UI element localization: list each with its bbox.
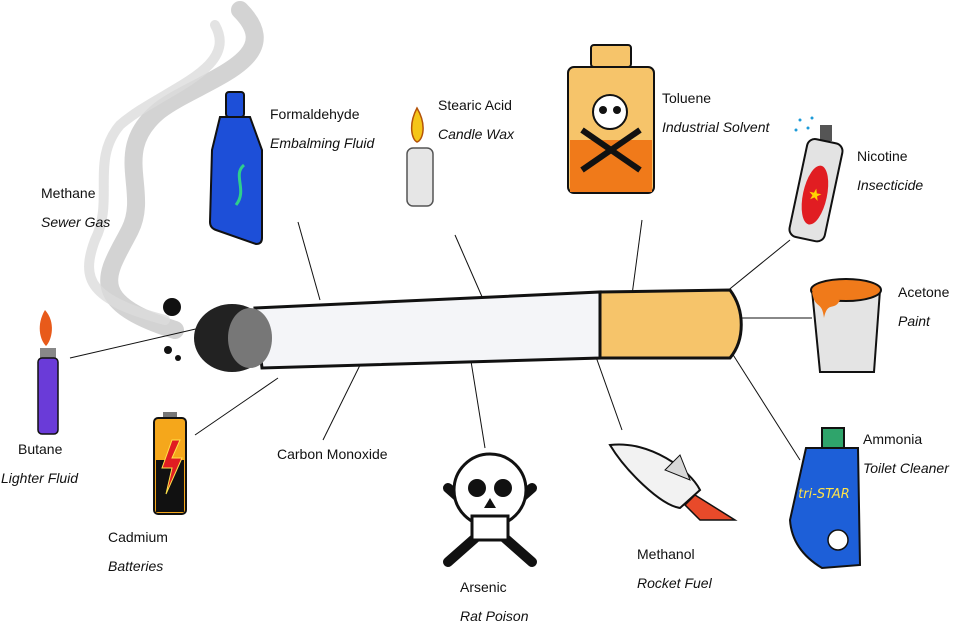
chemical-name: Carbon Monoxide [277, 446, 388, 462]
label-nicotine: Nicotine Insecticide [857, 149, 923, 192]
label-ammonia: Ammonia Toilet Cleaner [863, 432, 949, 475]
chemical-use: Lighter Fluid [1, 470, 79, 486]
label-methanol: Methanol Rocket Fuel [637, 547, 712, 590]
label-methane: Methane Sewer Gas [41, 186, 110, 229]
chemical-use: Sewer Gas [41, 214, 111, 230]
skull-crossbones-icon [443, 452, 537, 567]
lighter-icon [37, 310, 59, 435]
paint-bucket-icon [810, 278, 882, 373]
chemical-name: Formaldehyde [270, 106, 360, 122]
chemical-use: Paint [898, 313, 930, 329]
chemical-use: Rocket Fuel [637, 575, 712, 591]
label-toluene: Toluene Industrial Solvent [662, 91, 769, 134]
chemical-name: Cadmium [108, 529, 168, 545]
poison-flask-icon [567, 44, 655, 194]
label-cadmium: Cadmium Batteries [108, 530, 168, 573]
bottle-icon [208, 91, 263, 246]
chemical-name: Acetone [898, 284, 950, 300]
chemical-name: Toluene [662, 90, 712, 106]
spray-can-icon: ★ [788, 116, 844, 243]
candle-icon [406, 106, 434, 207]
label-formaldehyde: Formaldehyde Embalming Fluid [270, 107, 374, 150]
chemical-use: Industrial Solvent [662, 119, 770, 135]
rocket-icon [608, 443, 738, 521]
cleaner-brand: tri-STAR [798, 487, 850, 502]
chemical-name: Stearic Acid [438, 97, 512, 113]
chemical-use: Embalming Fluid [270, 135, 375, 151]
label-arsenic: Arsenic Rat Poison [460, 580, 528, 623]
chemical-name: Butane [18, 441, 63, 457]
chemical-name: Methane [41, 185, 96, 201]
chemical-use: Batteries [108, 558, 164, 574]
label-carbon-monoxide: Carbon Monoxide [277, 447, 388, 461]
smoke-icon [84, 1, 264, 339]
chemical-name: Arsenic [460, 579, 507, 595]
chemical-use: Insecticide [857, 177, 924, 193]
chemical-use: Toilet Cleaner [863, 460, 949, 476]
chemical-name: Methanol [637, 546, 695, 562]
leader-lines [69, 219, 812, 461]
label-butane: Butane Lighter Fluid [1, 441, 78, 485]
cigarette-icon [163, 288, 743, 372]
battery-icon [153, 412, 187, 515]
svg-text:★: ★ [806, 184, 824, 206]
chemical-name: Nicotine [857, 148, 908, 164]
cleaner-bottle-icon: tri-STAR [788, 427, 862, 570]
chemical-name: Ammonia [863, 431, 923, 447]
chemical-use: Rat Poison [460, 608, 529, 623]
label-acetone: Acetone Paint [898, 285, 949, 328]
label-stearic-acid: Stearic Acid Candle Wax [438, 98, 514, 141]
chemical-use: Candle Wax [438, 126, 515, 142]
